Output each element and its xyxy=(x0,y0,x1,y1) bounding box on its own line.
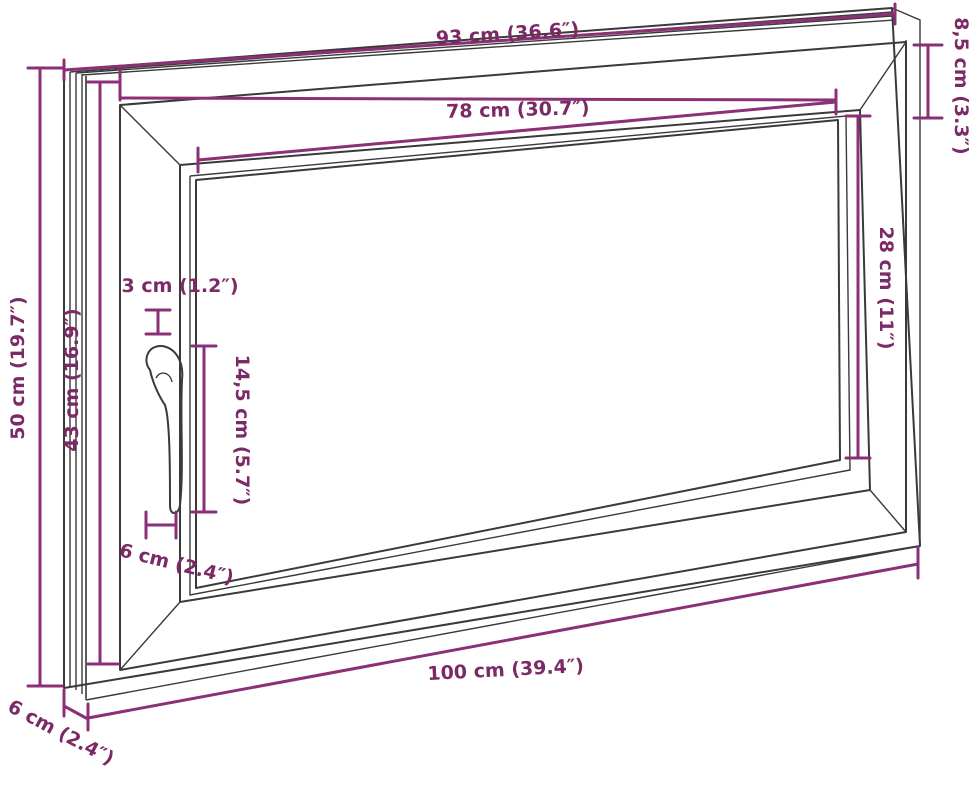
label-glass-width: 78 cm (30.7″) xyxy=(446,97,590,123)
dimension-labels: 93 cm (36.6″) 78 cm (30.7″) 8,5 cm (3.3″… xyxy=(4,17,972,770)
label-outer-width: 93 cm (36.6″) xyxy=(435,18,580,49)
dimension-line-glass-width xyxy=(196,100,838,162)
label-frame-thickness: 8,5 cm (3.3″) xyxy=(950,17,972,154)
window-handle xyxy=(145,344,184,514)
glass-pane xyxy=(195,119,841,589)
label-handle-offset: 3 cm (1.2″) xyxy=(121,275,238,297)
dimension-line-frame-depth xyxy=(62,704,88,720)
label-glass-height: 28 cm (11″) xyxy=(875,226,897,349)
handle-grip xyxy=(145,344,184,514)
label-total-width: 100 cm (39.4″) xyxy=(427,655,585,685)
dimension-lines xyxy=(26,2,944,732)
dimension-line-outer-width xyxy=(62,12,897,72)
label-frame-depth: 6 cm (2.4″) xyxy=(4,696,118,770)
label-inner-height: 43 cm (16.9″) xyxy=(61,308,83,451)
label-handle-length: 14,5 cm (5.7″) xyxy=(231,355,253,506)
sash-inner-outline xyxy=(179,109,871,603)
dimension-line-total-width xyxy=(86,562,920,720)
label-total-height: 50 cm (19.7″) xyxy=(7,296,29,439)
label-handle-depth: 6 cm (2.4″) xyxy=(117,539,236,589)
